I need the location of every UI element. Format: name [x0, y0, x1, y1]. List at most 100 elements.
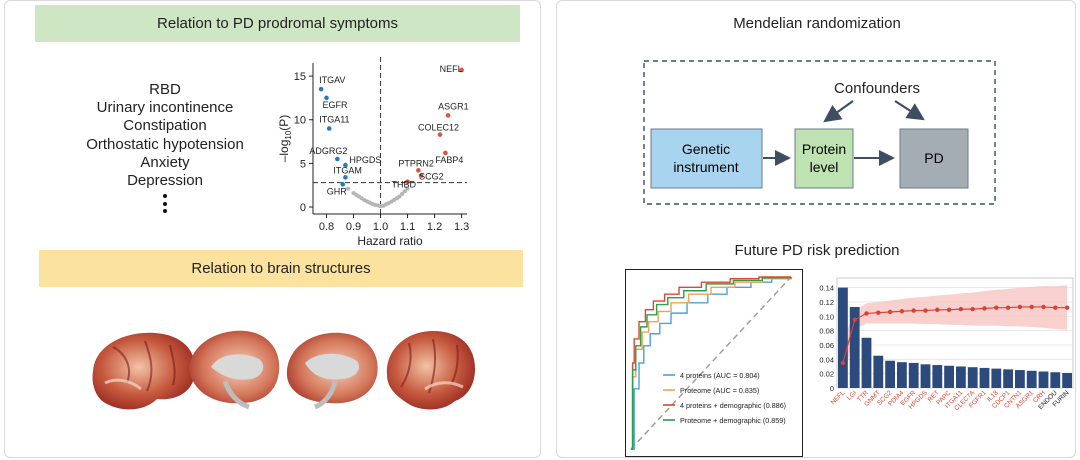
volcano-point-label: EGFR: [323, 100, 349, 110]
volcano-point: [418, 173, 424, 178]
importance-bar: [849, 306, 860, 388]
right-panel: Mendelian randomization Confounders Gene…: [556, 0, 1076, 458]
importance-y-tick-label: 0: [830, 384, 834, 393]
volcano-background-point: [359, 196, 364, 201]
importance-line-point: [852, 317, 857, 323]
volcano-background-point: [381, 203, 386, 208]
volcano-background-point: [397, 194, 402, 199]
mr-diagram: Confounders Genetic instrument Protein l…: [643, 60, 996, 205]
protein-level-box: [794, 128, 854, 189]
roc-legend-label: 4 proteins (AUC = 0.804): [680, 371, 760, 380]
symptom-item: Constipation: [123, 117, 207, 135]
roc-legend-label: Proteome + demographic (0.859): [680, 416, 786, 425]
brain-banner: Relation to brain structures: [39, 250, 523, 287]
volcano-background-point: [405, 186, 410, 191]
brain-surface-maps: [92, 330, 475, 410]
protein-level-label: Protein: [802, 141, 846, 157]
importance-y-tick-label: 0.06: [819, 341, 834, 350]
genetic-instrument-box: [650, 128, 763, 189]
importance-line-point: [864, 311, 869, 316]
importance-y-tick-label: 0.08: [819, 327, 834, 336]
volcano-point-label: ADGRG2: [309, 146, 347, 156]
volcano-y-tick-label: 5: [300, 158, 306, 170]
volcano-background-point: [364, 199, 370, 204]
brain-medial-right: [286, 332, 378, 410]
importance-confidence-band: [842, 285, 1068, 385]
importance-line-point: [899, 309, 905, 314]
roc-diagonal: [630, 276, 792, 450]
volcano-x-tick-label: 1.0: [373, 221, 388, 233]
importance-bar: [897, 362, 907, 388]
volcano-background-point: [391, 197, 397, 203]
importance-bar: [885, 360, 895, 388]
importance-bar: [1015, 370, 1025, 388]
volcano-x-tick-label: 0.8: [319, 221, 334, 233]
roc-curve-plot: 4 proteins (AUC = 0.804) Proteome (AUC = …: [625, 269, 803, 457]
importance-y-tick-label: 0.02: [819, 370, 834, 379]
importance-line-point: [935, 307, 940, 313]
arrow-confounders-protein: [823, 100, 854, 123]
genetic-instrument-label: Genetic: [682, 141, 730, 157]
roc-curve: [631, 276, 791, 450]
importance-line-point: [876, 310, 881, 315]
importance-line-point: [840, 360, 846, 366]
volcano-y-tick-label: 0: [300, 202, 306, 214]
volcano-point-label: COLEC12: [418, 123, 459, 133]
importance-bar: [967, 367, 978, 388]
volcano-point: [343, 162, 348, 168]
risk-title: Future PD risk prediction: [734, 242, 900, 259]
volcano-x-tick-label: 1.3: [454, 221, 469, 233]
brain-lateral-left: [92, 332, 196, 410]
volcano-background-point: [375, 203, 380, 208]
volcano-background-point: [386, 200, 391, 206]
volcano-point-label: FABP4: [435, 155, 463, 165]
volcano-point: [459, 67, 464, 73]
protein-level-label: level: [810, 159, 839, 175]
volcano-point: [416, 168, 421, 173]
importance-bar: [991, 368, 1002, 388]
importance-bar: [1003, 369, 1013, 388]
volcano-point: [405, 179, 410, 185]
importance-line-point: [923, 308, 928, 313]
pd-box: [899, 128, 969, 189]
volcano-point-label: SCG2: [419, 172, 444, 182]
importance-bar: [1026, 370, 1037, 388]
roc-curve: [631, 277, 792, 450]
volcano-point: [340, 182, 346, 187]
importance-line-point: [1005, 305, 1011, 310]
volcano-point: [443, 150, 448, 156]
volcano-background-point: [370, 201, 375, 207]
left-panel: Relation to PD prodromal symptoms RBD Ur…: [4, 0, 541, 458]
roc-legend-label: Proteome (AUC = 0.835): [680, 386, 759, 395]
importance-line-point: [946, 307, 952, 313]
volcano-point-label: ASGR1: [438, 101, 469, 111]
volcano-background-point: [402, 189, 407, 194]
symptom-list: RBD Urinary incontinence Constipation Or…: [45, 81, 285, 190]
importance-y-tick-label: 0.04: [819, 355, 834, 364]
importance-bar: [861, 337, 872, 388]
symptom-item: Orthostatic hypotension: [86, 135, 244, 153]
volcano-point-label: PTPRN2: [398, 158, 434, 168]
volcano-x-tick-label: 1.2: [427, 221, 442, 233]
volcano-point: [326, 126, 332, 131]
volcano-point-label: ITGA11: [319, 114, 349, 124]
volcano-point: [335, 156, 340, 162]
ellipsis-vertical-icon: [162, 194, 168, 217]
symptom-item: Depression: [127, 172, 203, 190]
volcano-point-label: THBD: [392, 180, 417, 190]
mr-frame: [643, 60, 996, 205]
roc-legend-label: 4 proteins + demographic (0.886): [680, 401, 786, 410]
genetic-instrument-label: instrument: [673, 159, 738, 175]
importance-line-point: [1064, 305, 1070, 310]
importance-line-point: [911, 308, 916, 313]
volcano-y-tick-label: 10: [294, 115, 306, 127]
importance-bar: [908, 362, 919, 388]
volcano-point: [318, 86, 324, 92]
volcano-point: [437, 132, 443, 137]
importance-line-point: [1029, 304, 1034, 310]
importance-y-tick-label: 0.14: [819, 284, 834, 293]
symptom-item: RBD: [149, 81, 181, 98]
volcano-x-label: Hazard ratio: [357, 234, 423, 248]
